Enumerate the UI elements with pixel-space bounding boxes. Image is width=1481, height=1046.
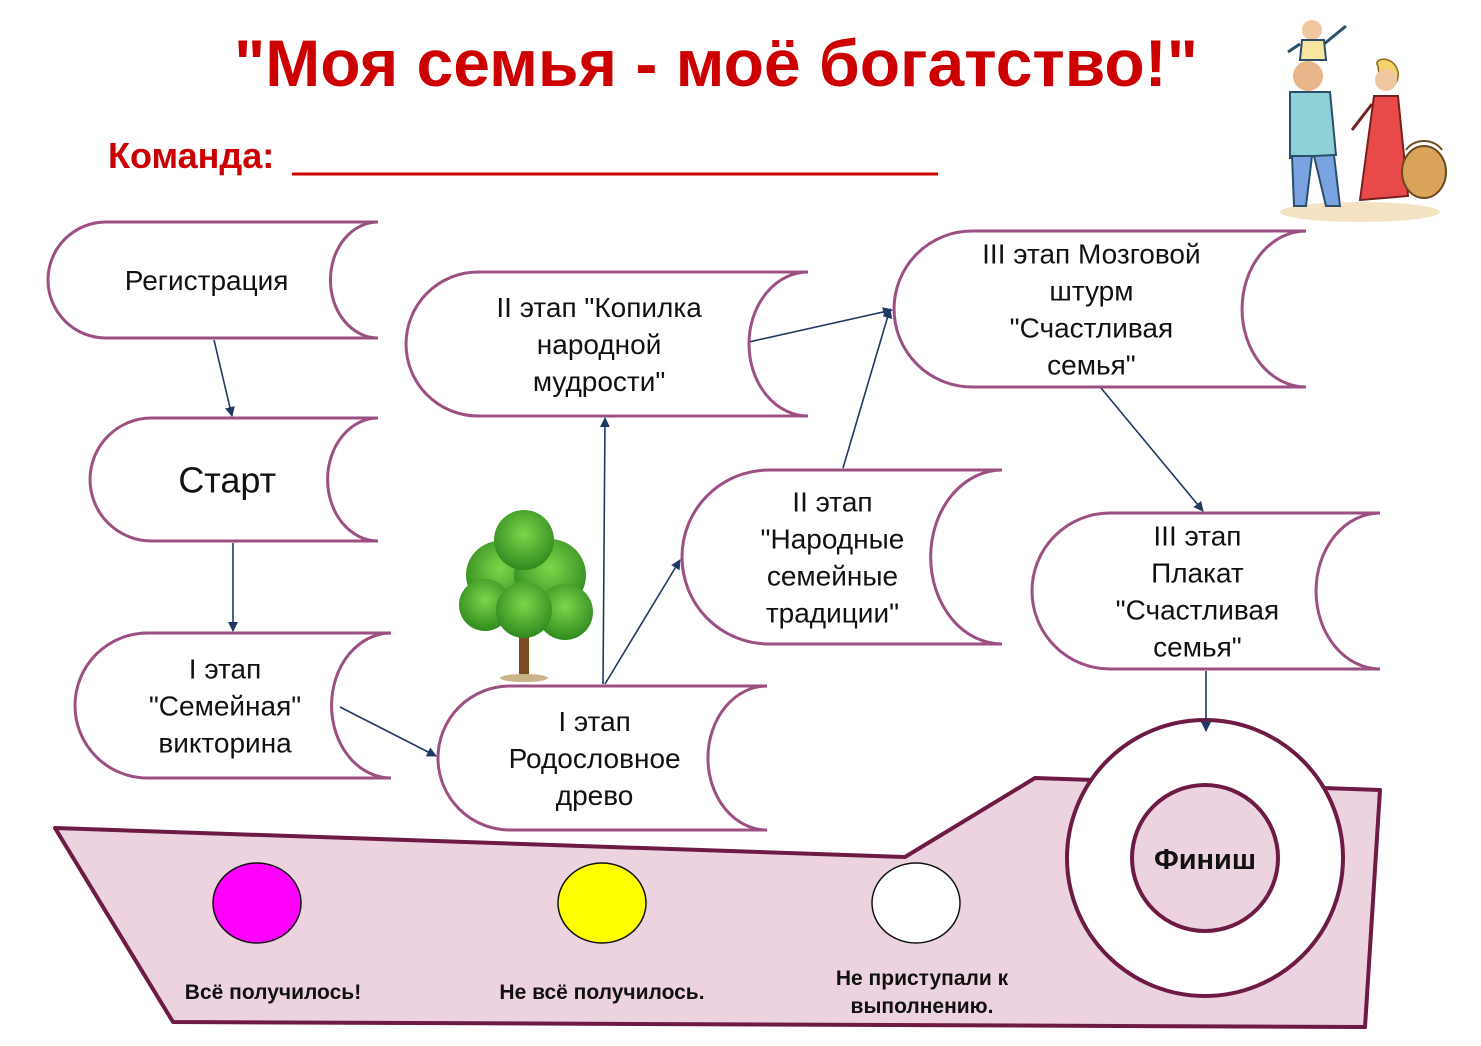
node-label-line: III этап Мозговой — [982, 239, 1201, 270]
legend: Всё получилось! Не всё получилось. Не прис… — [185, 862, 1009, 1018]
edges — [213, 307, 1211, 757]
node-label-line: III этап — [1153, 521, 1241, 552]
node-label-line: Родословное — [509, 743, 681, 774]
node-label-line: викторина — [158, 728, 292, 759]
node-label-line: I этап — [189, 654, 261, 685]
family-illustration-icon — [1280, 20, 1447, 222]
node-label-line: "Счастливая — [1010, 313, 1174, 344]
edge-stage1-quiz-to-stage1-tree — [339, 706, 437, 757]
node-shape — [46, 220, 379, 340]
node-shape — [73, 631, 392, 780]
edge-stage1-tree-to-stage2-traditions — [604, 559, 681, 685]
page-title: "Моя семья - моё богатство!" — [234, 26, 1198, 100]
node-shape — [892, 229, 1307, 389]
tree-illustration-icon — [459, 510, 593, 682]
legend-label: Всё получилось! — [185, 981, 361, 1004]
node-label-line: "Народные — [761, 524, 905, 555]
edge-stage3-brainstorm-to-stage3-poster — [1100, 387, 1204, 512]
node-label-line: семейные — [767, 561, 898, 592]
node-registration: Регистрация — [46, 220, 379, 340]
ship-body — [53, 776, 1382, 1029]
legend-swatch — [557, 862, 647, 944]
node-stage2-traditions: II этап "Народные семейные традиции" — [680, 468, 1003, 646]
legend-label: выполнению. — [851, 995, 994, 1018]
node-label-line: I этап — [558, 706, 630, 737]
node-label-line: древо — [556, 780, 634, 811]
node-stage3-brainstorm: III этап Мозговой штурм "Счастливая семья" — [892, 229, 1307, 389]
legend-label: Не приступали к — [836, 967, 1009, 990]
node-shape — [88, 416, 379, 543]
finish-node: Финиш — [1065, 718, 1345, 998]
node-stage1-quiz: I этап "Семейная" викторина — [73, 631, 392, 780]
node-label-line: "Счастливая — [1116, 595, 1280, 626]
node-label-line: Старт — [178, 459, 276, 500]
edge-stage1-tree-to-stage2-wisdom — [599, 417, 610, 685]
node-label-line: штурм — [1049, 276, 1133, 307]
node-label-line: мудрости" — [533, 366, 666, 397]
node-start: Старт — [88, 416, 379, 543]
legend-swatch — [212, 862, 302, 944]
finish-label: Финиш — [1154, 844, 1256, 876]
node-label-line: народной — [537, 329, 662, 360]
edge-registration-to-start — [213, 339, 235, 417]
node-label-line: II этап "Копилка — [496, 292, 702, 323]
node-shape — [404, 270, 809, 418]
node-shape — [1030, 511, 1381, 671]
node-label-line: II этап — [792, 487, 872, 518]
node-label-line: Плакат — [1151, 558, 1244, 589]
node-label-line: "Семейная" — [149, 691, 301, 722]
node-label-line: Регистрация — [125, 265, 289, 296]
node-shape — [436, 684, 768, 832]
legend-swatch — [871, 862, 961, 944]
edge-stage2-wisdom-to-stage3-brainstorm — [739, 307, 893, 345]
node-shape — [680, 468, 1003, 646]
legend-label: Не всё получилось. — [499, 981, 704, 1004]
node-label-line: семья" — [1047, 350, 1136, 381]
node-stage2-wisdom: II этап "Копилка народной мудрости" — [404, 270, 809, 418]
team-label: Команда: — [108, 135, 274, 176]
node-label-line: традиции" — [766, 598, 899, 629]
edge-stage2-traditions-to-stage3-brainstorm — [842, 308, 893, 469]
node-label-line: семья" — [1153, 632, 1242, 663]
